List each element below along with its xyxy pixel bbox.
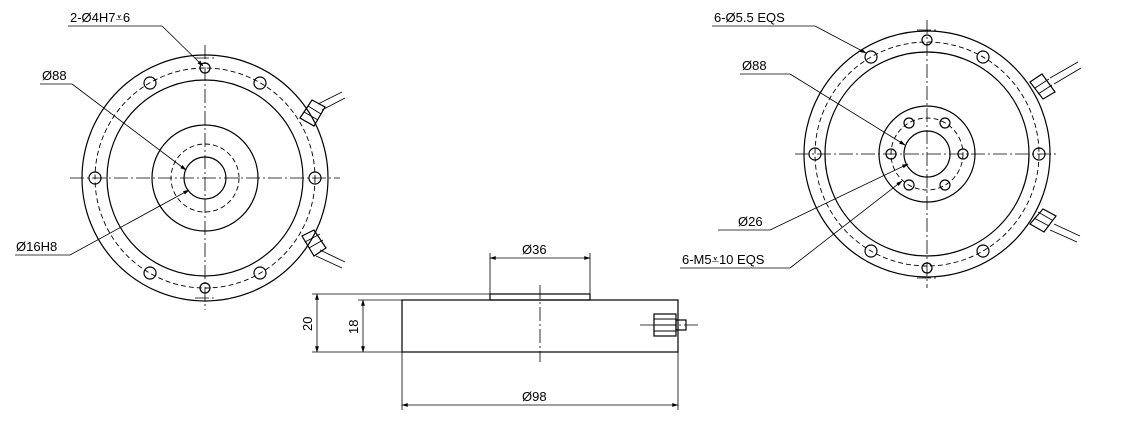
side-h20-label: 20 [300,317,315,331]
right-holes-label: 6-Ø5.5 EQS [714,10,785,25]
left-connector-bottom [301,229,346,269]
left-hole-label: 2-Ø4H7⩡6 [70,10,130,25]
side-dia98-label: Ø98 [522,389,547,404]
left-dia16-label: Ø16H8 [16,239,57,254]
right-thread-label: 6-M5⩡10 EQS [682,252,765,267]
left-dia88-label: Ø88 [42,68,67,83]
right-top-view [680,20,1082,288]
left-connector-top [299,91,346,127]
right-dia26-label: Ø26 [738,214,763,229]
side-h18-label: 18 [346,320,361,334]
side-connector [640,313,700,337]
right-connector-top [1029,61,1082,100]
right-connector-bottom [1029,208,1081,243]
left-top-view [15,25,346,310]
side-view [312,253,700,410]
side-dia36-label: Ø36 [522,242,547,257]
right-dia88-label: Ø88 [742,58,767,73]
